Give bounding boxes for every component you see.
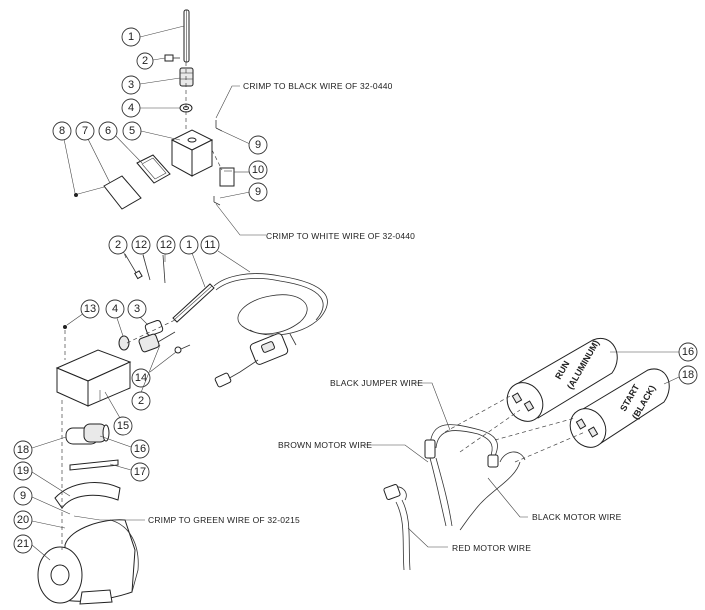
callout-12-a: 12 — [135, 239, 147, 251]
part-cover-plate — [103, 175, 142, 210]
callout-9-motor: 9 — [20, 490, 26, 502]
callout-21: 21 — [17, 538, 29, 550]
callout-3-mid: 3 — [134, 303, 140, 315]
part-fitting — [179, 67, 194, 87]
part-motor — [37, 519, 139, 605]
callout-16-right: 16 — [682, 346, 694, 358]
callout-17: 17 — [134, 466, 146, 478]
callout-14: 14 — [135, 372, 147, 384]
note-crimp-green: CRIMP TO GREEN WIRE OF 32-0215 — [148, 515, 300, 525]
callout-19: 19 — [17, 465, 29, 477]
callout-4-mid: 4 — [112, 303, 118, 315]
callout-5: 5 — [129, 125, 135, 137]
callout-15: 15 — [117, 420, 129, 432]
note-black-jumper: BLACK JUMPER WIRE — [330, 378, 423, 388]
part-junction-box — [170, 129, 214, 177]
part-capacitors-left — [65, 423, 110, 445]
part-power-cord — [213, 273, 328, 388]
callout-8: 8 — [59, 125, 65, 137]
part-screw — [164, 54, 180, 62]
part-capacitor-housing — [55, 349, 132, 407]
note-red-motor: RED MOTOR WIRE — [452, 543, 531, 553]
part-rod — [183, 9, 190, 63]
callout-16-left: 16 — [134, 443, 146, 455]
part-start-capacitor: START (BLACK) — [569, 368, 670, 448]
part-gasket — [136, 154, 171, 184]
callout-4: 4 — [128, 102, 134, 114]
callout-6: 6 — [105, 125, 111, 137]
part-switch — [219, 167, 235, 187]
part-screw-small — [74, 193, 78, 197]
part-end-cover — [54, 482, 121, 509]
part-pins — [124, 253, 166, 284]
crimp-connector-lower — [213, 196, 221, 206]
note-black-motor: BLACK MOTOR WIRE — [532, 512, 622, 522]
callout-18-left: 18 — [17, 444, 29, 456]
callout-9-lower: 9 — [255, 186, 261, 198]
callout-2-mid: 2 — [115, 239, 121, 251]
motor-wires — [383, 424, 526, 571]
callout-2-low: 2 — [138, 395, 144, 407]
callout-1: 1 — [128, 31, 134, 43]
callout-13: 13 — [84, 303, 96, 315]
part-bushing — [118, 319, 191, 354]
callout-3: 3 — [128, 79, 134, 91]
part-screw-13 — [63, 325, 67, 329]
callout-1-mid: 1 — [186, 239, 192, 251]
callout-2: 2 — [142, 55, 148, 67]
note-brown-motor: BROWN MOTOR WIRE — [278, 440, 372, 450]
note-crimp-black: CRIMP TO BLACK WIRE OF 32-0440 — [243, 81, 393, 91]
part-rod-mid — [172, 283, 215, 323]
crimp-connector-upper — [215, 120, 223, 132]
callout-20: 20 — [17, 514, 29, 526]
callout-10: 10 — [252, 164, 264, 176]
callout-7: 7 — [82, 125, 88, 137]
callout-11: 11 — [204, 239, 215, 251]
callout-12-b: 12 — [160, 239, 172, 251]
callout-18-right: 18 — [682, 369, 694, 381]
callout-9-upper: 9 — [255, 139, 261, 151]
note-crimp-white: CRIMP TO WHITE WIRE OF 32-0440 — [266, 231, 415, 241]
part-strap — [69, 459, 119, 471]
